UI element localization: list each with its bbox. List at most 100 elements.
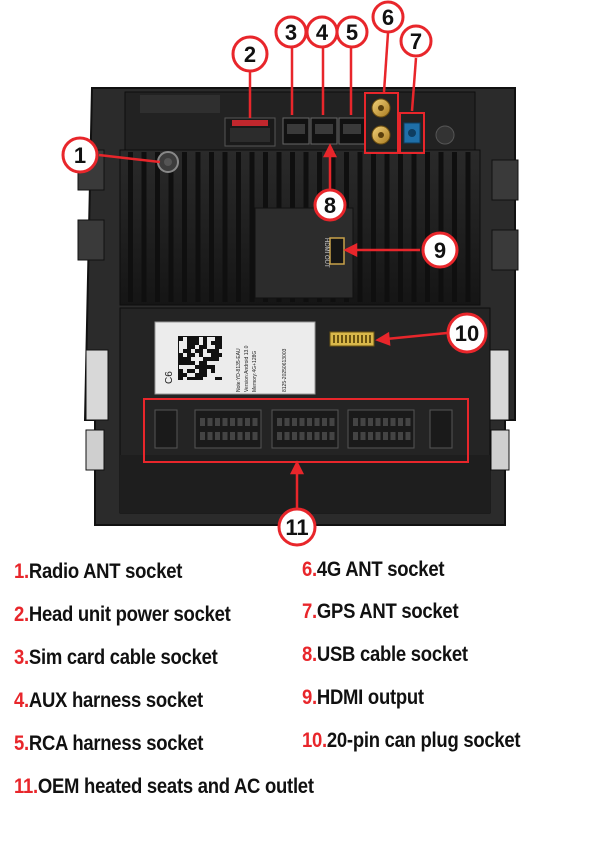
qr-module xyxy=(203,349,207,353)
qr-module xyxy=(203,377,207,381)
qr-module xyxy=(195,357,199,361)
fin xyxy=(249,152,255,302)
pin xyxy=(277,432,282,440)
callout-9: 9 xyxy=(421,231,459,269)
qr-module xyxy=(215,361,219,365)
qr-code xyxy=(179,337,223,381)
legend-item-4: 4.AUX harness socket xyxy=(14,689,203,713)
legend-text: 20-pin can plug socket xyxy=(326,729,521,752)
callout-9-label: 9 xyxy=(434,238,446,263)
fin xyxy=(384,152,390,302)
fin xyxy=(371,152,376,302)
legend-item-7: 7.GPS ANT socket xyxy=(302,600,459,624)
pin xyxy=(329,418,335,426)
qr-module xyxy=(211,377,215,381)
callout-1-label: 1 xyxy=(74,143,86,168)
pin xyxy=(292,418,297,426)
pin xyxy=(361,335,363,343)
legend-number: 1. xyxy=(14,560,29,583)
legend-item-3: 3.Sim card cable socket xyxy=(14,646,218,670)
qr-module xyxy=(207,369,211,373)
callout-10: 10 xyxy=(446,312,488,354)
qr-module xyxy=(187,373,191,377)
pin xyxy=(390,432,396,440)
callout-8: 8 xyxy=(313,188,347,222)
qr-module xyxy=(195,369,199,373)
qr-module xyxy=(211,361,215,365)
pin xyxy=(314,432,320,440)
callout-6: 6 xyxy=(371,0,405,34)
hdmi-module: HDMI OUT xyxy=(254,207,354,299)
qr-module xyxy=(179,365,183,369)
qr-module xyxy=(191,357,195,361)
qr-module xyxy=(199,357,203,361)
legend-text: RCA harness socket xyxy=(28,732,204,755)
legend-text: OEM heated seats and AC outlet xyxy=(37,775,314,798)
pin xyxy=(200,418,205,426)
pin xyxy=(365,335,367,343)
qr-module xyxy=(207,345,211,349)
pin xyxy=(368,418,373,426)
fin xyxy=(357,152,363,302)
fin xyxy=(168,152,174,302)
pin xyxy=(375,418,381,426)
pin xyxy=(322,432,327,440)
head-unit-diagram: HDMI OUT C6 Note:YD-8135-EAU Version:And… xyxy=(61,0,519,547)
qr-sticker: C6 Note:YD-8135-EAU Version:Android 13.0… xyxy=(154,321,316,395)
callout-6-label: 6 xyxy=(382,5,394,30)
gps-ant-socket xyxy=(399,112,425,154)
qr-module xyxy=(207,373,211,377)
qr-module xyxy=(183,345,187,349)
fin xyxy=(195,152,201,302)
legend-item-6: 6.4G ANT socket xyxy=(302,558,444,582)
legend-text: Sim card cable socket xyxy=(28,646,218,669)
legend-number: 11. xyxy=(14,775,38,798)
pin xyxy=(329,432,335,440)
qr-module xyxy=(207,337,211,341)
qr-module xyxy=(199,341,203,345)
legend-item-2: 2.Head unit power socket xyxy=(14,603,231,627)
qr-module xyxy=(191,365,195,369)
can-socket-pins xyxy=(333,335,371,343)
callout-11-label: 11 xyxy=(285,515,308,540)
pin xyxy=(405,432,411,440)
legend-item-9: 9.HDMI output xyxy=(302,686,424,710)
callout-2-label: 2 xyxy=(244,42,256,67)
pin xyxy=(353,418,358,426)
pin xyxy=(299,418,305,426)
pin xyxy=(398,432,403,440)
legend-number: 5. xyxy=(14,732,29,755)
pin xyxy=(200,432,205,440)
power-socket xyxy=(224,117,276,147)
fin xyxy=(155,152,160,302)
legend-text: GPS ANT socket xyxy=(316,600,459,623)
callout-7: 7 xyxy=(399,24,433,58)
legend-text: Head unit power socket xyxy=(28,603,231,626)
20pin-can-socket xyxy=(329,331,375,347)
legend-number: 9. xyxy=(302,686,317,709)
callout-5-label: 5 xyxy=(346,20,358,45)
sticker-line-3: Memory:4G+128G xyxy=(252,351,258,392)
qr-module xyxy=(179,349,183,353)
hdmi-port-label: HDMI OUT xyxy=(323,238,329,268)
qr-module xyxy=(219,369,223,373)
pin xyxy=(245,432,250,440)
sticker-model: C6 xyxy=(164,371,175,384)
fin xyxy=(209,152,214,302)
qr-module xyxy=(195,353,199,357)
radio-ant-socket xyxy=(157,151,179,173)
legend-number: 2. xyxy=(14,603,29,626)
qr-module xyxy=(183,341,187,345)
fin xyxy=(182,152,187,302)
pin xyxy=(333,335,335,343)
callout-3-label: 3 xyxy=(285,20,297,45)
qr-module xyxy=(199,337,203,341)
qr-module xyxy=(219,349,223,353)
legend-text: USB cable socket xyxy=(316,643,468,666)
pin xyxy=(322,418,327,426)
qr-module xyxy=(211,373,215,377)
pin xyxy=(277,418,282,426)
legend-item-1: 1.Radio ANT socket xyxy=(14,560,182,584)
pin xyxy=(405,418,411,426)
aux-socket xyxy=(310,117,338,145)
